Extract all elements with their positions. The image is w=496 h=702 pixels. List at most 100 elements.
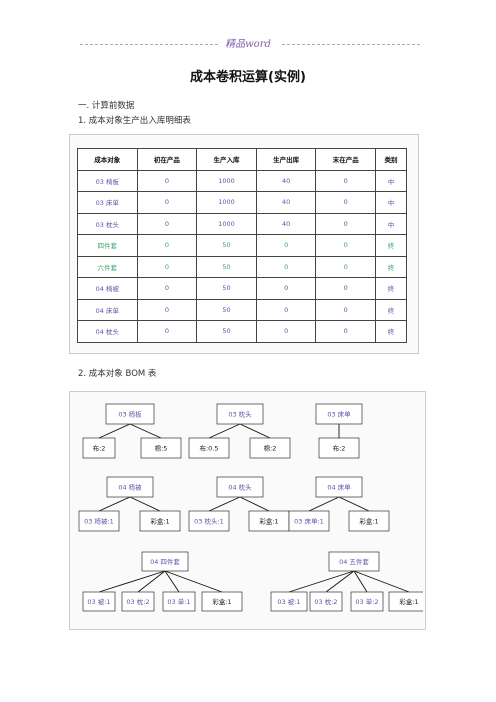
header-cell: 生产入库 [196, 148, 257, 171]
bom-node-04-chair-quilt: 04 椅被 [106, 476, 154, 498]
table-cell: 0 [315, 320, 377, 343]
bom-node-cloth-2: 布:2 [82, 437, 116, 459]
node-label: 04 椅被 [118, 483, 142, 492]
table-cell: 1000 [196, 212, 257, 235]
bom-node-four-pillow: 03 枕:2 [121, 591, 155, 612]
bom-node-03-sheet-1: 03 床单:1 [288, 510, 330, 532]
table-cell: 50 [196, 277, 257, 300]
bom-node-04-sheet: 04 床单 [315, 476, 363, 498]
table-cell: 0 [315, 234, 377, 257]
node-label: 04 四件套 [150, 557, 180, 566]
table-cell: 0 [315, 169, 377, 192]
table-cell: 40 [255, 191, 317, 214]
table-cell: 03 枕头 [77, 212, 138, 235]
edge [239, 423, 271, 439]
node-label: 03 床单:1 [294, 517, 324, 526]
bom-node-five-quilt: 03 被:1 [270, 591, 308, 612]
node-label: 03 枕:2 [314, 597, 337, 606]
node-label: 03 被:1 [87, 597, 110, 606]
bom-frame [69, 391, 426, 630]
header-cell: 类别 [375, 148, 407, 171]
table-cell: 终 [375, 234, 407, 257]
table-cell: 50 [196, 234, 257, 257]
section-1-heading: 一. 计算前数据 [78, 101, 135, 111]
node-label: 棉:2 [264, 444, 277, 453]
edge [338, 496, 370, 512]
node-label: 04 五件套 [339, 557, 369, 566]
node-label: 布:0.5 [199, 444, 218, 453]
table-cell: 0 [255, 320, 317, 343]
edge [98, 570, 166, 593]
node-label: 04 枕头 [228, 483, 252, 492]
node-label: 彩盒:1 [259, 517, 278, 526]
header-watermark: 精品word [225, 39, 271, 50]
table-cell: 终 [375, 320, 407, 343]
bom-node-gift-box-1b: 彩盒:1 [248, 510, 290, 532]
header-cell: 生产出库 [255, 148, 317, 171]
node-label: 03 椅被:1 [84, 517, 114, 526]
node-label: 04 床单 [327, 483, 351, 492]
table-cell: 50 [196, 255, 257, 278]
section-2-item: 2. 成本对象 BOM 表 [78, 369, 157, 379]
bom-node-04-pillow: 04 枕头 [216, 476, 264, 498]
bom-node-cloth-0-5: 布:0.5 [188, 437, 230, 459]
table-cell: 0 [315, 212, 377, 235]
bom-node-03-sheet: 03 床单 [315, 403, 363, 425]
bom-node-04-five-piece: 04 五件套 [328, 551, 380, 572]
table-cell: 0 [255, 234, 317, 257]
bom-node-03-chair-quilt-1: 03 椅被:1 [78, 510, 120, 532]
bom-node-cotton-2: 棉:2 [249, 437, 291, 459]
node-label: 03 枕:2 [126, 597, 149, 606]
node-label: 彩盒:1 [150, 517, 169, 526]
table-cell: 0 [136, 191, 198, 214]
node-label: 布:2 [333, 444, 346, 453]
table-cell: 0 [136, 277, 198, 300]
table-cell: 0 [255, 277, 317, 300]
edge [288, 570, 355, 593]
table-cell: 0 [136, 212, 198, 235]
table-header-row: 成本对象 初在产品 生产入库 生产出库 末在产品 类别 [77, 148, 407, 171]
table-cell: 中 [375, 169, 407, 192]
node-label: 03 被:1 [277, 597, 300, 606]
table-cell: 0 [255, 255, 317, 278]
table-cell: 四件套 [77, 234, 138, 257]
table-cell: 0 [136, 320, 198, 343]
table-cell: 0 [315, 277, 377, 300]
bom-diagram: 03 椅板 布:2 棉:5 03 枕头 布:0.5 棉:2 03 床单 布:2 … [78, 403, 423, 612]
table-cell: 03 椅板 [77, 169, 138, 192]
table-cell: 50 [196, 320, 257, 343]
header-line-right [282, 44, 420, 45]
table-cell: 1000 [196, 169, 257, 192]
bom-node-five-sheet: 03 单:2 [350, 591, 384, 612]
bom-node-five-box: 彩盒:1 [388, 591, 423, 612]
table-cell: 0 [315, 191, 377, 214]
bom-node-cotton-5: 棉:5 [140, 437, 182, 459]
table-cell: 0 [315, 298, 377, 321]
section-1-item: 1. 成本对象生产出入库明细表 [78, 116, 191, 126]
page-title: 成本卷积运算(实例) [190, 70, 306, 85]
table-cell: 0 [255, 298, 317, 321]
edge [164, 570, 223, 593]
edge [239, 496, 270, 512]
edge [164, 570, 180, 593]
edge [137, 570, 166, 593]
table-cell: 03 床单 [77, 191, 138, 214]
bom-node-gift-box-1c: 彩盒:1 [348, 510, 390, 532]
edge [325, 570, 355, 593]
node-label: 03 床单 [327, 410, 351, 419]
node-label: 03 枕头:1 [194, 517, 224, 526]
table-cell: 0 [136, 169, 198, 192]
node-label: 03 椅板 [118, 410, 142, 419]
bom-node-four-box: 彩盒:1 [201, 591, 243, 612]
node-label: 彩盒:1 [399, 597, 418, 606]
table-cell: 终 [375, 277, 407, 300]
edge [208, 423, 241, 439]
bom-edges [98, 423, 410, 593]
